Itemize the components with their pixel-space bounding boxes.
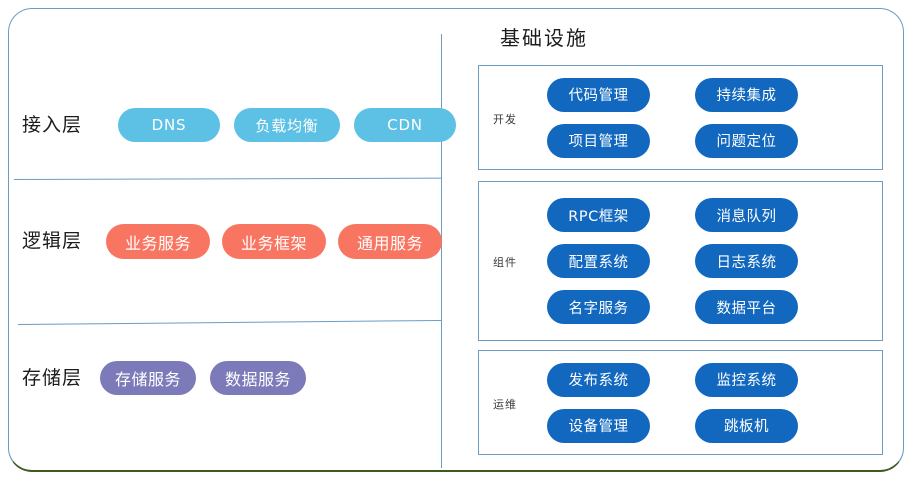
grid-row: 名字服务 数据平台 [547, 290, 874, 324]
pill-log-system[interactable]: 日志系统 [695, 244, 798, 278]
pill-message-queue[interactable]: 消息队列 [695, 198, 798, 232]
grid-row: 代码管理 持续集成 [547, 77, 874, 112]
pill-dns[interactable]: DNS [118, 108, 220, 142]
grid-row: RPC框架 消息队列 [547, 198, 874, 232]
layer-row-storage: 存储层 存储服务 数据服务 [22, 361, 320, 395]
layer-label-logic: 逻辑层 [22, 230, 83, 252]
pill-business-framework[interactable]: 业务框架 [222, 224, 326, 259]
pill-device-management[interactable]: 设备管理 [547, 408, 650, 443]
section-label-operations: 运维 [493, 398, 517, 411]
pill-common-service[interactable]: 通用服务 [338, 224, 442, 259]
pill-continuous-integration[interactable]: 持续集成 [695, 77, 798, 112]
pill-release-system[interactable]: 发布系统 [547, 362, 650, 397]
section-label-development: 开发 [493, 113, 517, 126]
pill-business-service[interactable]: 业务服务 [106, 224, 210, 259]
pill-data-service[interactable]: 数据服务 [210, 361, 306, 395]
pill-rpc-framework[interactable]: RPC框架 [547, 198, 650, 232]
infrastructure-title: 基础设施 [500, 26, 588, 50]
section-grid-components: RPC框架 消息队列 配置系统 日志系统 名字服务 数据平台 [547, 182, 874, 340]
section-grid-development: 代码管理 持续集成 项目管理 问题定位 [547, 66, 874, 169]
pill-monitoring-system[interactable]: 监控系统 [695, 362, 798, 397]
section-operations: 运维 发布系统 监控系统 设备管理 跳板机 [478, 350, 883, 455]
panel-vertical-divider [441, 34, 443, 468]
pill-code-management[interactable]: 代码管理 [547, 77, 650, 112]
pill-jump-server[interactable]: 跳板机 [695, 408, 798, 443]
pill-storage-service[interactable]: 存储服务 [100, 361, 196, 395]
grid-row: 设备管理 跳板机 [547, 408, 874, 443]
pill-naming-service[interactable]: 名字服务 [547, 290, 650, 324]
grid-row: 项目管理 问题定位 [547, 123, 874, 158]
pill-project-management[interactable]: 项目管理 [547, 123, 650, 158]
pill-issue-tracking[interactable]: 问题定位 [695, 123, 798, 158]
layer-label-storage: 存储层 [22, 366, 83, 389]
section-label-components: 组件 [493, 256, 517, 269]
grid-row: 发布系统 监控系统 [547, 362, 874, 397]
grid-row: 配置系统 日志系统 [547, 244, 874, 278]
section-development: 开发 代码管理 持续集成 项目管理 问题定位 [478, 65, 883, 170]
pill-cdn[interactable]: CDN [354, 108, 456, 142]
section-grid-operations: 发布系统 监控系统 设备管理 跳板机 [547, 351, 874, 454]
layer-label-access: 接入层 [22, 113, 83, 136]
pill-data-platform[interactable]: 数据平台 [695, 290, 798, 324]
layer-row-access: 接入层 DNS 负载均衡 CDN [22, 108, 470, 142]
section-components: 组件 RPC框架 消息队列 配置系统 日志系统 名字服务 数据平台 [478, 181, 883, 341]
layer-row-logic: 逻辑层 业务服务 业务框架 通用服务 [22, 224, 454, 259]
pill-config-system[interactable]: 配置系统 [547, 244, 650, 278]
pill-load-balancer[interactable]: 负载均衡 [234, 108, 340, 142]
